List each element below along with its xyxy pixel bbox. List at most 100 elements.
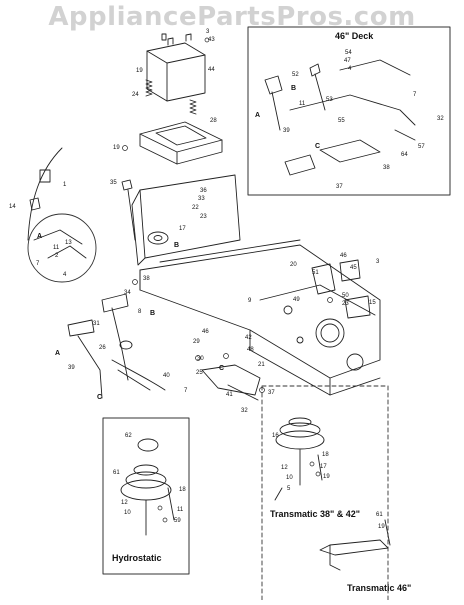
callout-11: 11 [299, 101, 306, 107]
callout-11: 11 [177, 507, 184, 513]
ref-letter-a: A [55, 350, 61, 357]
ref-letter-b: B [150, 310, 156, 317]
callout-24: 24 [132, 92, 139, 98]
callout-3: 3 [376, 259, 380, 265]
hydrostatic-title: Hydrostatic [112, 553, 162, 563]
callout-40: 40 [163, 373, 170, 379]
callout-23: 23 [200, 214, 207, 220]
battery-tray [139, 121, 223, 165]
callout-54: 54 [345, 50, 352, 56]
callout-19: 19 [323, 474, 330, 480]
callout-22: 22 [192, 205, 199, 211]
ref-letter-b: B [291, 85, 297, 92]
callout-62: 62 [125, 433, 132, 439]
callout-38: 38 [143, 276, 150, 282]
callout-41: 41 [226, 392, 233, 398]
shift-lever [121, 179, 136, 241]
ref-letter-a: A [255, 112, 261, 119]
callout-11: 11 [53, 245, 60, 251]
callout-39: 39 [283, 128, 290, 134]
callout-46: 46 [340, 253, 347, 259]
callout-49: 49 [293, 297, 300, 303]
callout-59: 59 [174, 518, 181, 524]
callout-28: 28 [210, 118, 217, 124]
deck46-inset-frame [247, 26, 451, 196]
callout-51: 51 [312, 270, 319, 276]
fasteners [122, 37, 333, 523]
ref-letter-c: C [97, 394, 103, 401]
callout-3: 3 [206, 29, 210, 35]
linkage-rod [201, 364, 261, 401]
callout-1: 1 [63, 182, 67, 188]
battery [146, 33, 206, 102]
callout-31: 31 [93, 321, 100, 327]
callout-39: 39 [68, 365, 75, 371]
callout-7: 7 [413, 92, 417, 98]
bracket-right [311, 259, 371, 319]
transmatic-46-title: Transmatic 46" [347, 583, 412, 593]
callout-5: 5 [287, 486, 291, 492]
callout-61: 61 [376, 512, 383, 518]
callout-4: 4 [348, 66, 352, 72]
callout-50: 50 [342, 293, 349, 299]
callout-10: 10 [286, 475, 293, 481]
callout-2: 2 [55, 253, 59, 259]
callout-55: 55 [338, 118, 345, 124]
callout-38: 38 [383, 165, 390, 171]
callout-17: 17 [320, 464, 327, 470]
callout-7: 7 [36, 261, 40, 267]
transmatic-pulley [274, 417, 325, 501]
callout-19: 19 [136, 68, 143, 74]
callout-8: 8 [138, 309, 142, 315]
callout-30: 30 [197, 356, 204, 362]
watermark-text: AppliancePartsPros.com [48, 2, 416, 32]
callout-25: 25 [196, 370, 203, 376]
callout-10: 10 [124, 510, 131, 516]
ref-letter-c: C [219, 365, 225, 372]
callout-42: 42 [245, 335, 252, 341]
callout-32: 32 [437, 116, 444, 122]
callout-34: 34 [124, 290, 131, 296]
callout-48: 48 [247, 347, 254, 353]
transmatic-38-42-title: Transmatic 38" & 42" [270, 509, 361, 519]
deck46-parts [264, 59, 416, 176]
frame-pulley [147, 231, 169, 245]
ref-letter-c: C [315, 143, 321, 150]
callout-19: 19 [378, 524, 385, 530]
callout-33: 33 [198, 196, 205, 202]
callout-12: 12 [281, 465, 288, 471]
callout-12: 12 [121, 500, 128, 506]
brake-cable [27, 147, 63, 241]
hydrostatic-inset-frame [102, 417, 190, 575]
callout-36: 36 [200, 188, 207, 194]
callout-20: 20 [290, 262, 297, 268]
deck46-title: 46" Deck [335, 31, 374, 41]
callout-7: 7 [184, 388, 188, 394]
callout-18: 18 [322, 452, 329, 458]
callout-32: 32 [241, 408, 248, 414]
transmatic-inset-frame [261, 385, 389, 601]
callout-19: 19 [113, 145, 120, 151]
callout-52: 52 [292, 72, 299, 78]
main-frame [131, 174, 381, 396]
callout-16: 16 [272, 433, 279, 439]
callout-44: 44 [208, 67, 215, 73]
callout-13: 13 [65, 240, 72, 246]
callout-57: 57 [418, 144, 425, 150]
callout-26: 26 [99, 345, 106, 351]
hydrostatic-pulley [120, 438, 175, 536]
callout-29: 29 [193, 339, 200, 345]
callout-46: 46 [202, 329, 209, 335]
callout-4: 4 [63, 272, 67, 278]
pedal-assembly [67, 293, 166, 399]
callout-15: 15 [369, 300, 376, 306]
callout-17: 17 [179, 226, 186, 232]
callout-23: 23 [342, 301, 349, 307]
callout-43: 43 [208, 37, 215, 43]
battery-springs [145, 79, 197, 115]
callout-53: 53 [326, 97, 333, 103]
callout-47: 47 [344, 58, 351, 64]
transmatic46-bracket [319, 519, 391, 571]
